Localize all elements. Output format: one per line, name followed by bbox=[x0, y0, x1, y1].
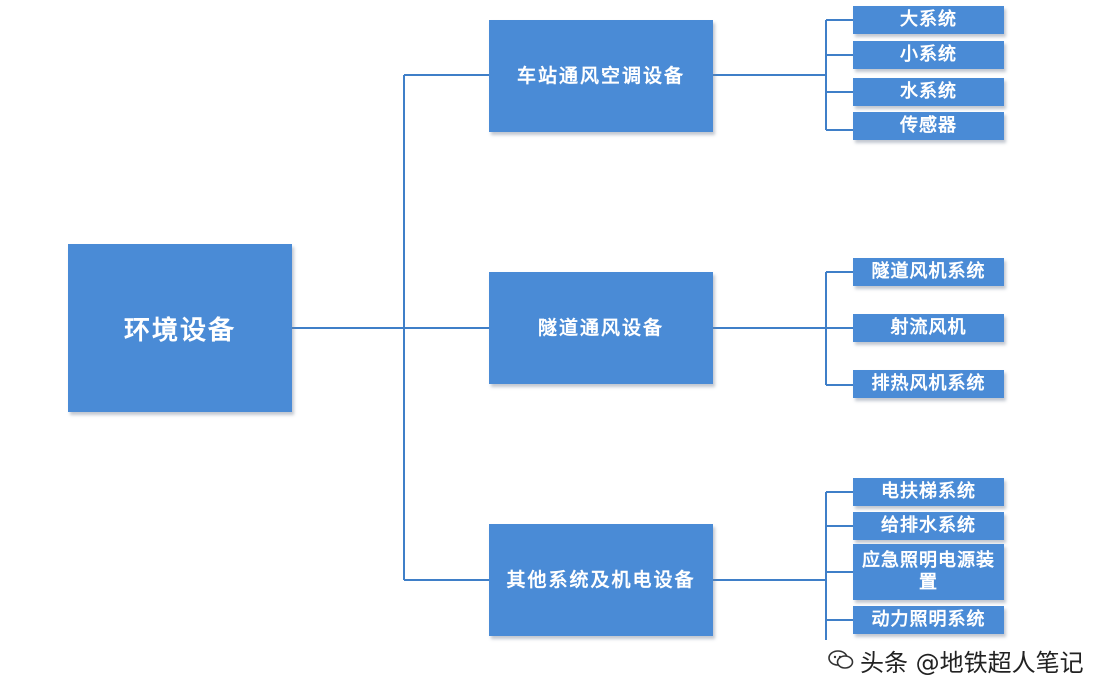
leaf-label: 射流风机 bbox=[890, 317, 967, 338]
group-label: 车站通风空调设备 bbox=[516, 64, 685, 87]
leaf-label: 给排水系统 bbox=[881, 515, 976, 536]
root-label: 环境设备 bbox=[123, 315, 236, 346]
watermark: 头条 @地铁超人笔记 bbox=[828, 640, 1084, 680]
leaf-node: 动力照明系统 bbox=[853, 606, 1004, 634]
leaf-label: 小系统 bbox=[900, 44, 957, 65]
leaf-label: 隧道风机系统 bbox=[871, 261, 986, 282]
watermark-text: 头条 @地铁超人笔记 bbox=[860, 648, 1084, 677]
chat-bubble-icon bbox=[828, 650, 854, 669]
leaf-node: 水系统 bbox=[853, 78, 1004, 106]
leaf-node: 小系统 bbox=[853, 41, 1004, 69]
leaf-node: 大系统 bbox=[853, 6, 1004, 34]
leaf-label: 排热风机系统 bbox=[871, 373, 986, 394]
group-label: 其他系统及机电设备 bbox=[506, 568, 696, 591]
leaf-label: 水系统 bbox=[900, 81, 957, 102]
leaf-node: 给排水系统 bbox=[853, 512, 1004, 540]
leaf-node: 传感器 bbox=[853, 112, 1004, 140]
leaf-label: 应急照明电源装置 bbox=[862, 550, 995, 593]
group-label: 隧道通风设备 bbox=[537, 316, 664, 339]
leaf-label: 大系统 bbox=[900, 9, 957, 30]
leaf-node: 排热风机系统 bbox=[853, 370, 1004, 398]
leaf-node: 射流风机 bbox=[853, 314, 1004, 342]
leaf-node: 应急照明电源装置 bbox=[853, 544, 1004, 600]
group-node-hvac: 车站通风空调设备 bbox=[489, 20, 713, 132]
leaf-label: 动力照明系统 bbox=[871, 609, 986, 630]
leaf-label: 电扶梯系统 bbox=[881, 481, 976, 502]
group-node-tunnel: 隧道通风设备 bbox=[489, 272, 713, 384]
leaf-node: 电扶梯系统 bbox=[853, 478, 1004, 506]
group-node-other: 其他系统及机电设备 bbox=[489, 524, 713, 636]
leaf-label: 传感器 bbox=[900, 115, 957, 136]
root-node: 环境设备 bbox=[68, 244, 292, 412]
leaf-node: 隧道风机系统 bbox=[853, 258, 1004, 286]
